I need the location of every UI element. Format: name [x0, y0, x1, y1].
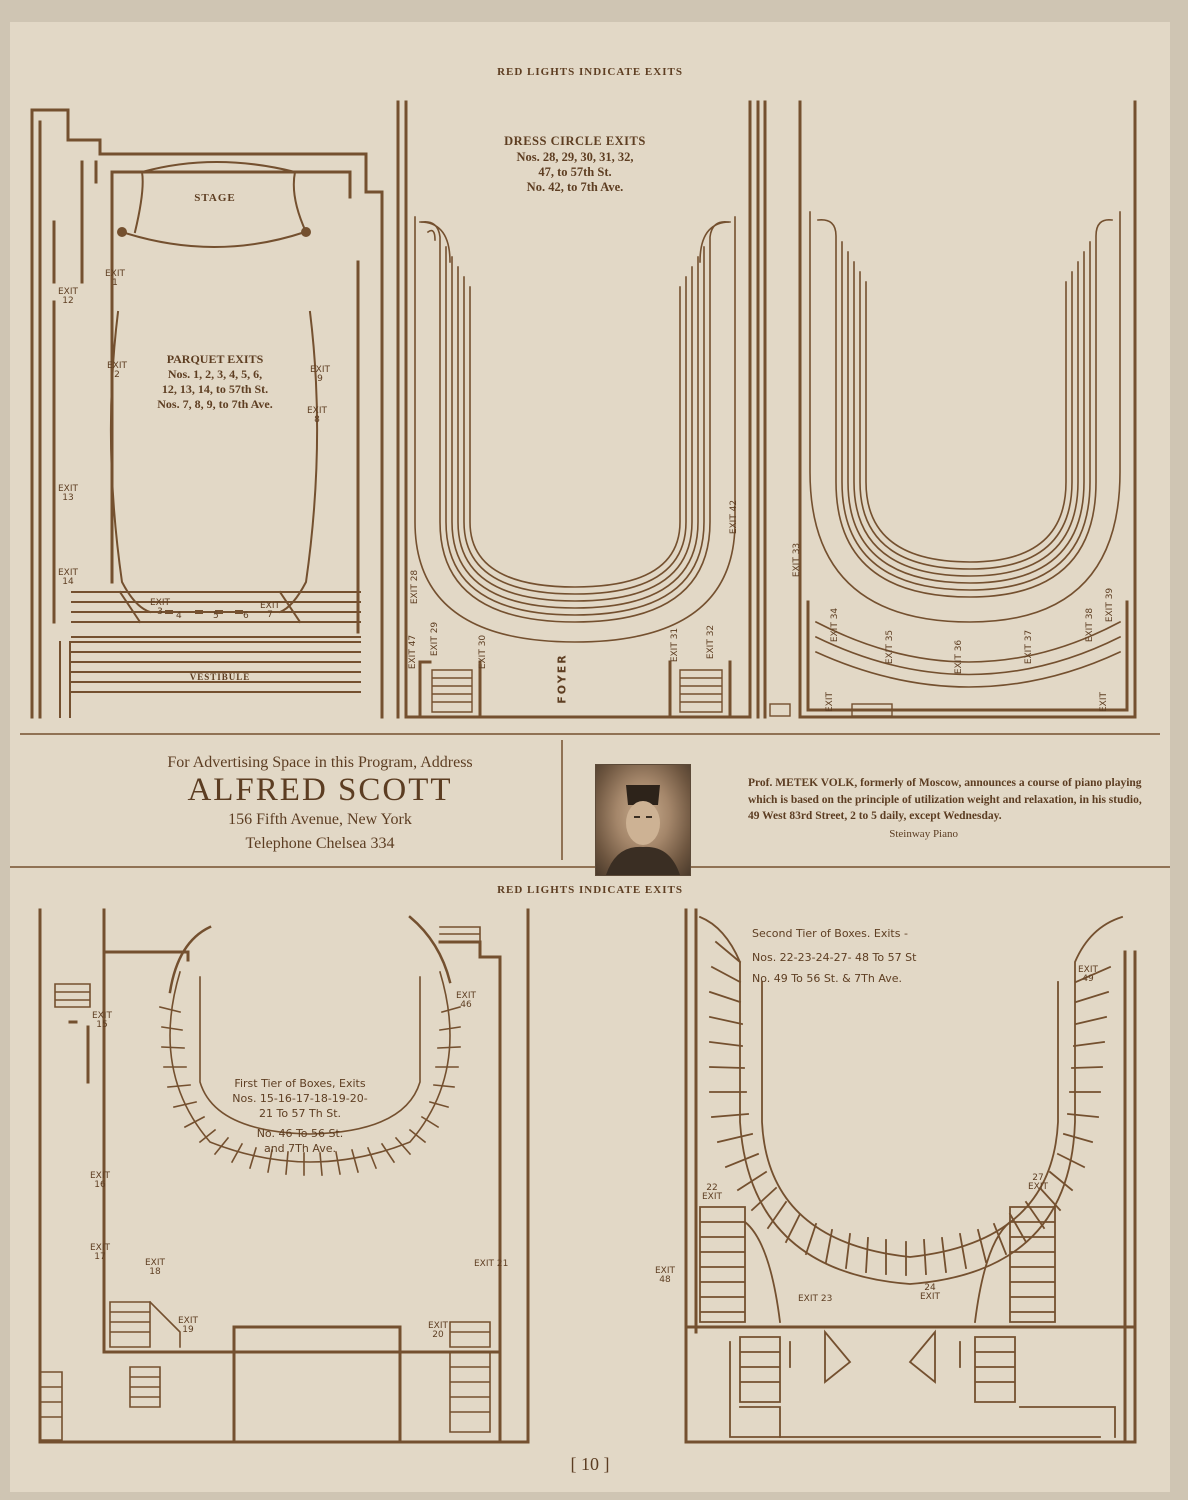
exit-35-label: EXIT 35: [885, 629, 896, 665]
parquet-exits-title: PARQUET EXITS: [166, 352, 264, 366]
first-tier-line2: Nos. 15-16-17-18-19-20-: [232, 1092, 368, 1105]
portrait-photo: [595, 764, 691, 876]
piano-lessons-ad: Prof. METEK VOLK, formerly of Moscow, an…: [748, 775, 1148, 843]
exit-39-label: EXIT 39: [1105, 587, 1116, 623]
exit-30-label: EXIT 30: [478, 634, 489, 670]
exit-31-label: EXIT 31: [670, 627, 681, 663]
exit-37-label: EXIT 37: [1024, 629, 1035, 665]
first-tier-line4: No. 46 To 56 St.: [256, 1127, 344, 1140]
middle-header: RED LIGHTS INDICATE EXITS: [497, 884, 683, 896]
dress-circle-plan: [396, 100, 760, 719]
piano-lessons-text: Prof. METEK VOLK, formerly of Moscow, an…: [748, 777, 1142, 823]
box-partitions-second-tier: [708, 940, 1112, 1276]
top-header: RED LIGHTS INDICATE EXITS: [497, 66, 683, 78]
box-partitions-first-tier: [159, 1006, 461, 1176]
exit-29-label: EXIT 29: [430, 621, 441, 657]
exit-23-label: EXIT 23: [798, 1294, 833, 1304]
balcony-plan: [763, 100, 1137, 719]
first-tier-line3: 21 To 57 Th St.: [258, 1107, 342, 1120]
exit-47-label: EXIT 47: [408, 634, 419, 670]
exit-42-label: EXIT 42: [729, 499, 740, 535]
exit-right-balcony-label: EXIT: [1099, 691, 1110, 713]
vestibule-label: VESTIBULE: [189, 672, 251, 682]
exit-28-label: EXIT 28: [410, 569, 421, 605]
stage-label: STAGE: [194, 192, 236, 204]
parquet-exits-line2: 12, 13, 14, to 57th St.: [161, 382, 269, 396]
floor-plans-drawing: [10, 100, 1170, 1444]
exit-4-label: 4: [176, 611, 182, 621]
second-tier-line1: Second Tier of Boxes. Exits -: [752, 927, 908, 940]
advertiser-phone: Telephone Chelsea 334: [245, 835, 395, 853]
parquet-exits-line3: Nos. 7, 8, 9, to 7th Ave.: [157, 397, 273, 411]
exit-6-label: 6: [243, 611, 249, 621]
dress-circle-line3: No. 42, to 7th Ave.: [526, 180, 624, 194]
piano-brand: Steinway Piano: [889, 828, 958, 841]
second-tier-line2: Nos. 22-23-24-27- 48 To 57 St: [752, 951, 917, 964]
first-tier-plan: [38, 908, 530, 1444]
exit-32-label: EXIT 32: [706, 624, 717, 660]
dress-circle-line1: Nos. 28, 29, 30, 31, 32,: [516, 150, 634, 164]
advertising-intro: For Advertising Space in this Program, A…: [167, 754, 473, 771]
parquet-plan: [30, 108, 384, 719]
foyer-label: FOYER: [555, 653, 569, 704]
first-tier-line5: and 7Th Ave.: [263, 1142, 337, 1155]
exit-21-label: EXIT 21: [474, 1259, 509, 1269]
exit-36-label: EXIT 36: [954, 639, 965, 675]
exit-left-balcony-label: EXIT: [825, 691, 836, 713]
advertiser-address: 156 Fifth Avenue, New York: [228, 811, 412, 829]
exit-38-label: EXIT 38: [1085, 607, 1096, 643]
exit-5-label: 5: [213, 611, 219, 621]
dress-circle-title: DRESS CIRCLE EXITS: [504, 134, 646, 148]
advertising-contact: For Advertising Space in this Program, A…: [70, 752, 570, 853]
exit-33-label: EXIT 33: [792, 542, 803, 578]
page-number: [ 10 ]: [570, 1454, 610, 1474]
second-tier-plan: [684, 908, 1137, 1444]
first-tier-line1: First Tier of Boxes, Exits: [234, 1077, 366, 1090]
parquet-exits-line1: Nos. 1, 2, 3, 4, 5, 6,: [167, 367, 263, 381]
second-tier-line3: No. 49 To 56 St. & 7Th Ave.: [752, 972, 903, 985]
dress-circle-line2: 47, to 57th St.: [538, 165, 612, 179]
exit-34-label: EXIT 34: [830, 607, 841, 643]
portrait-figure: [606, 785, 680, 875]
program-page: RED LIGHTS INDICATE EXITS: [10, 22, 1170, 1492]
advertiser-name: ALFRED SCOTT: [187, 772, 453, 808]
